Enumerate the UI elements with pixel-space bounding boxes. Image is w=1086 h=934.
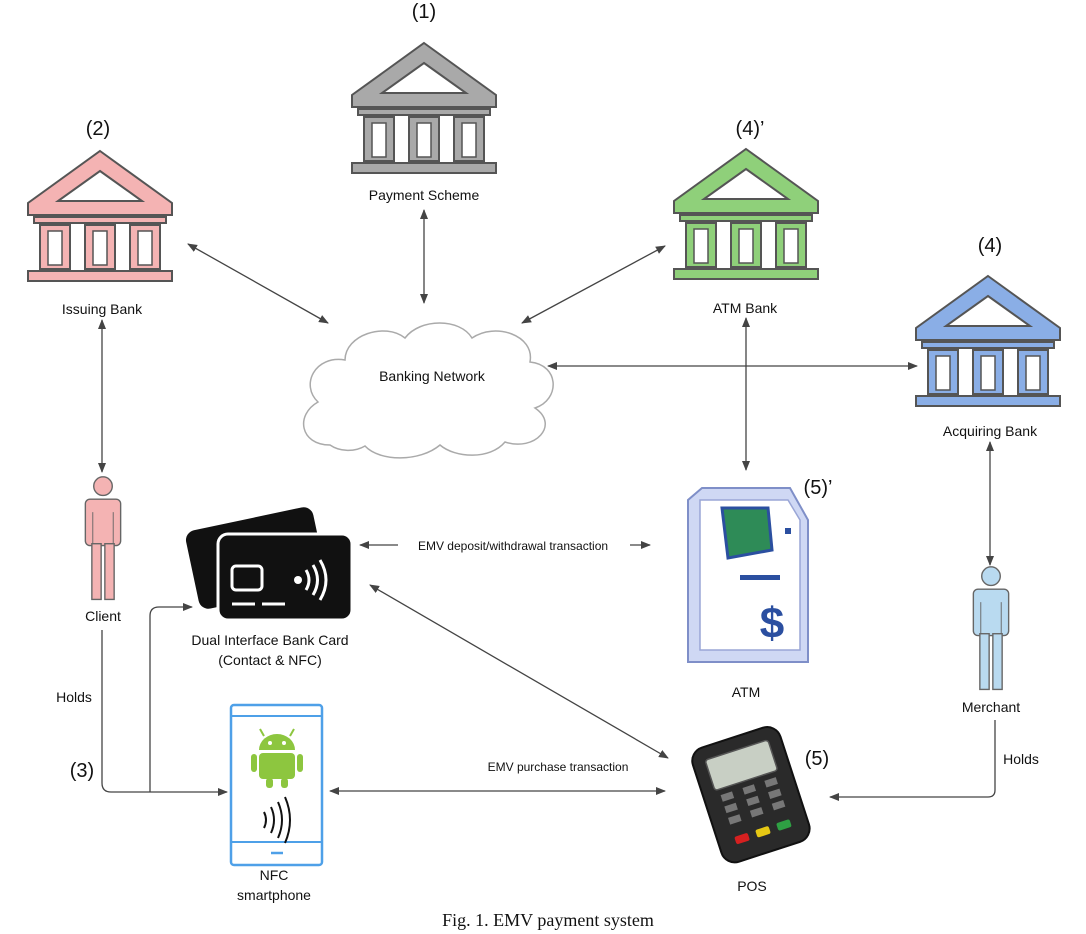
figure-caption: Fig. 1. EMV payment system: [442, 910, 654, 930]
bank-icon: [351, 42, 497, 174]
android-icon: [251, 728, 303, 788]
merchant-label: Merchant: [962, 699, 1020, 715]
emv-deposit-label: EMV deposit/withdrawal transaction: [418, 539, 608, 553]
merchant-holds-pos-line: [829, 720, 996, 801]
merchant: Merchant: [962, 566, 1020, 715]
acquiring-bank-label: Acquiring Bank: [943, 423, 1038, 439]
connectors: [98, 209, 996, 801]
person-icon: [84, 476, 122, 601]
atm-machine-icon: $: [687, 487, 809, 663]
bank-icon: [27, 150, 173, 282]
acquiring-bank-number: (4): [978, 235, 1002, 257]
bank-icon: [673, 148, 819, 280]
issuing-network-arrow: [187, 243, 329, 324]
card-label-line2: (Contact & NFC): [218, 652, 321, 668]
pos-number: (5): [805, 748, 829, 770]
client-holds-label: Holds: [56, 689, 92, 705]
smartphone-number: (3): [70, 760, 94, 782]
issuing-bank-label: Issuing Bank: [62, 301, 143, 317]
banking-network-cloud: Banking Network: [302, 322, 554, 459]
card-label-line1: Dual Interface Bank Card: [191, 632, 348, 648]
issuing-bank: (2) Issuing Bank: [27, 118, 173, 317]
banking-network-label: Banking Network: [379, 368, 486, 384]
bank-card-icon: [185, 507, 354, 622]
atm: (5)’ $ ATM: [687, 477, 833, 700]
dual-interface-card: Dual Interface Bank Card (Contact & NFC): [185, 507, 354, 668]
pos-terminal-icon: [691, 726, 811, 864]
smartphone-icon: [229, 703, 324, 867]
issuing-bank-number: (2): [86, 118, 110, 140]
svg-text:$: $: [760, 599, 784, 648]
atm-number: (5)’: [804, 477, 833, 499]
atm-bank-number: (4)’: [736, 118, 765, 140]
merchant-holds-label: Holds: [1003, 751, 1039, 767]
payment-scheme-number: (1): [412, 1, 436, 23]
emv-purchase-label: EMV purchase transaction: [488, 760, 629, 774]
atm-bank-label: ATM Bank: [713, 300, 778, 316]
card-pos-arrow: [369, 584, 669, 759]
client-label: Client: [85, 608, 121, 624]
pos-label: POS: [737, 878, 767, 894]
client: Client: [84, 476, 122, 624]
pos-terminal: (5) POS: [691, 726, 829, 894]
client-holds-phone-line: [101, 630, 228, 796]
smartphone-label-line2: smartphone: [237, 887, 311, 903]
client-holds-card-line: [149, 603, 193, 792]
payment-scheme-label: Payment Scheme: [369, 187, 480, 203]
nfc-smartphone: (3) NFC smartphone: [70, 703, 324, 903]
atm-label: ATM: [732, 684, 761, 700]
bank-icon: [915, 275, 1061, 407]
acquiring-bank: (4) Acquiring Bank: [915, 235, 1061, 439]
nfc-waves-icon: [263, 796, 291, 844]
atm-bank-network-arrow: [521, 245, 666, 324]
person-icon: [972, 566, 1010, 691]
smartphone-label-line1: NFC: [260, 867, 289, 883]
atm-bank: (4)’ ATM Bank: [673, 118, 819, 316]
payment-scheme-bank: (1) Payment Scheme: [351, 1, 497, 203]
